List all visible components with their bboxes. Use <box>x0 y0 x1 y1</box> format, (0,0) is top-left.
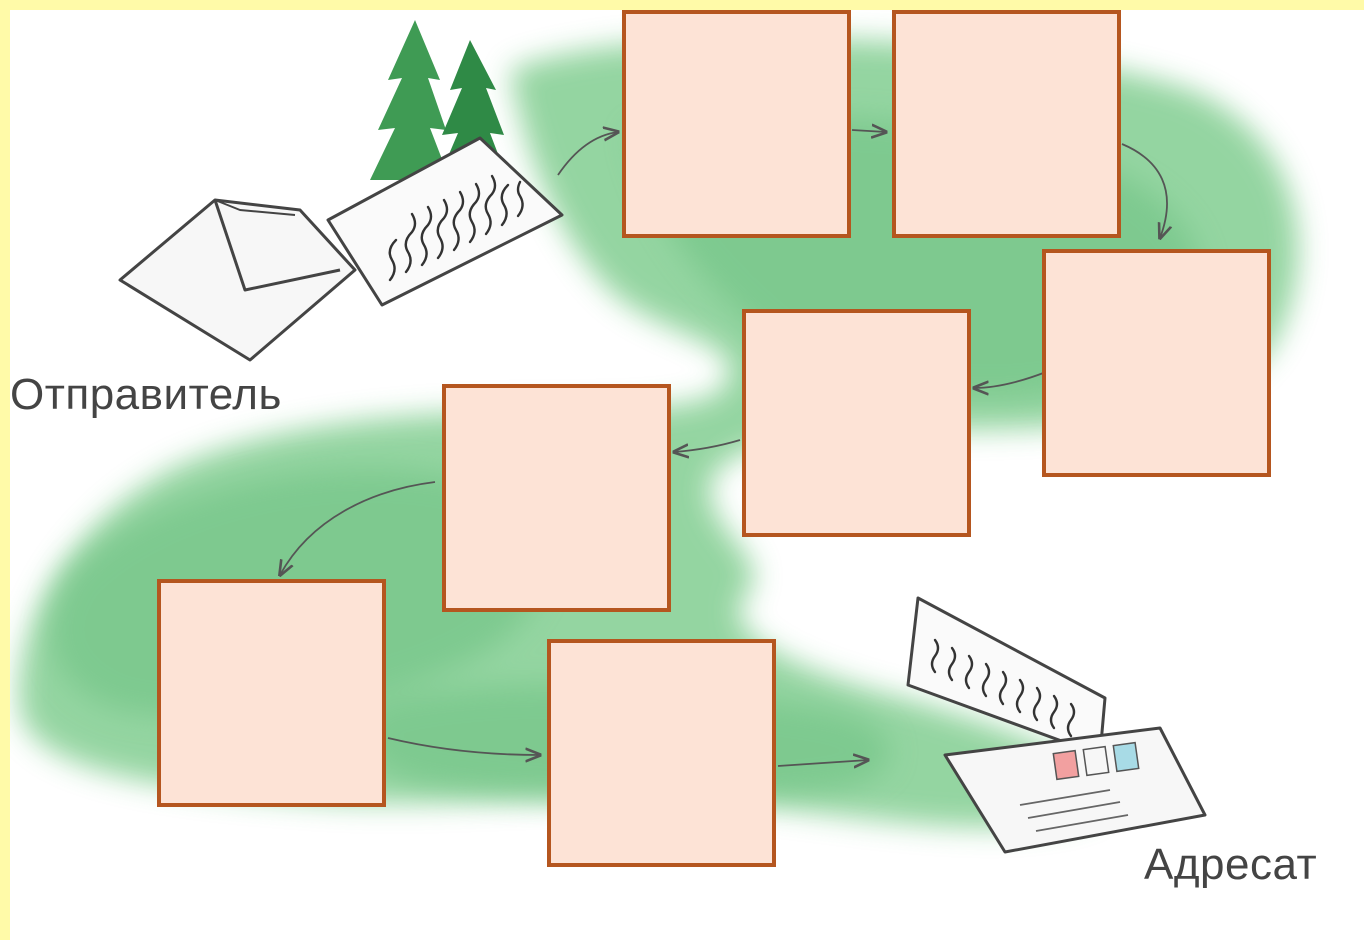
empty-box-5[interactable] <box>442 384 671 612</box>
empty-box-6[interactable] <box>157 579 386 807</box>
letter-icon <box>326 136 564 307</box>
sender-label: Отправитель <box>10 370 282 419</box>
recipient-label: Адресат <box>1144 840 1318 889</box>
arrow <box>387 737 540 755</box>
envelope-icon <box>118 198 357 362</box>
empty-box-1[interactable] <box>622 10 851 238</box>
empty-box-3[interactable] <box>1042 249 1271 477</box>
empty-box-7[interactable] <box>547 639 776 867</box>
arrow <box>777 760 868 766</box>
empty-box-2[interactable] <box>892 10 1121 238</box>
flow-arrows <box>280 130 1167 766</box>
arrow <box>851 130 886 132</box>
envelope-with-stamps-icon <box>943 726 1207 854</box>
arrow <box>974 371 1047 388</box>
arrow <box>674 439 741 452</box>
empty-box-4[interactable] <box>742 309 971 537</box>
arrow <box>557 132 618 176</box>
letter-icon <box>906 596 1107 757</box>
arrow <box>280 481 436 575</box>
arrow <box>1121 143 1167 238</box>
diagram-canvas: Отправитель Адресат <box>10 10 1364 940</box>
